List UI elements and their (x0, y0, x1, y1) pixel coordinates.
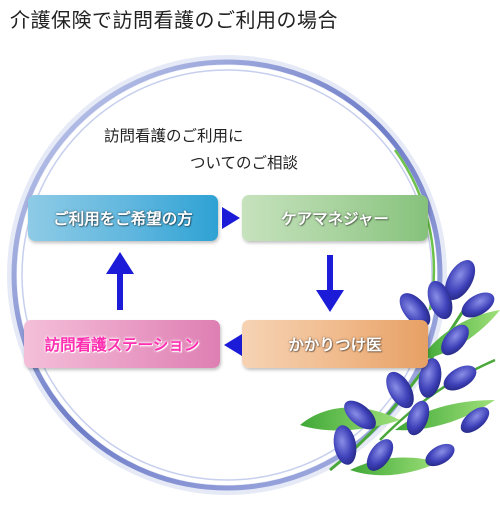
arrow-station-to-request (106, 252, 134, 310)
node-requester: ご利用をご希望の方 (28, 195, 218, 241)
arrow-doctor-to-station (224, 334, 242, 356)
consultation-caption-line1: 訪問看護のご利用に (104, 127, 244, 145)
node-family-doctor: かかりつけ医 (242, 320, 428, 368)
arrow-request-to-care (222, 207, 240, 229)
node-requester-label: ご利用をご希望の方 (53, 210, 193, 228)
node-care-manager-label: ケアマネジャー (281, 210, 389, 228)
flower-decoration (300, 260, 500, 476)
consultation-caption-line2: ついてのご相談 (190, 154, 299, 172)
node-nursing-station: 訪問看護ステーション (24, 320, 220, 368)
decorative-ring (7, 55, 447, 495)
node-nursing-station-label: 訪問看護ステーション (44, 336, 200, 354)
arrow-care-to-doctor (316, 255, 344, 312)
page-title: 介護保険で訪問看護のご利用の場合 (10, 8, 338, 32)
node-care-manager: ケアマネジャー (242, 195, 428, 241)
node-family-doctor-label: かかりつけ医 (288, 336, 382, 354)
